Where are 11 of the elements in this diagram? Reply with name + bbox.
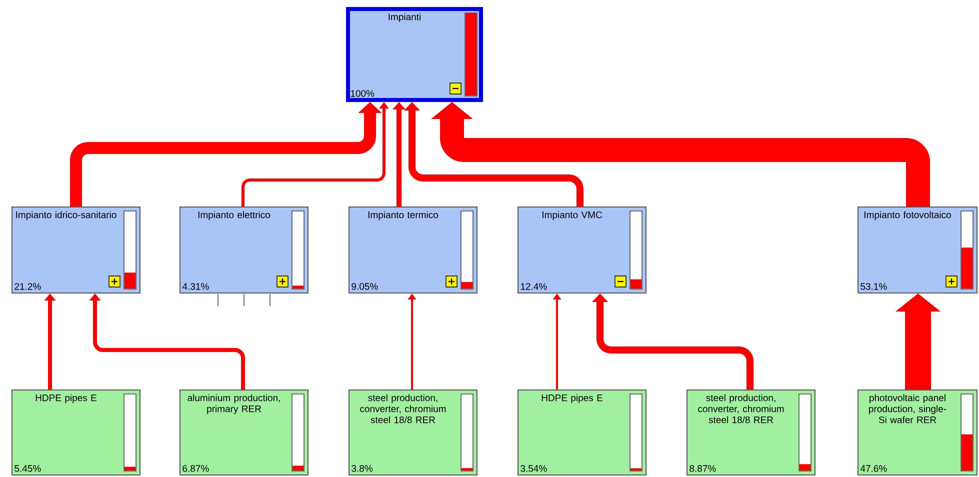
process-box: Impianto termico 9.05% [348,206,478,294]
process-box: photovoltaic panel production, single-Si wafer RER 47.6% [858,390,978,476]
process-box: Impianti 100% [346,7,483,102]
process-box: HDPE pipes E 5.45% [12,390,140,476]
process-box: Impianto VMC 12.4% [518,206,646,294]
process-box: steel production, converter, chromium steel 18/8 RER 3.8% [348,390,478,476]
process-box: steel production, converter, chromium steel 18/8 RER 8.87% [686,390,816,476]
process-box: aluminium production, primary RER 6.87% [180,390,308,476]
process-box: Impianto elettrico 4.31% [180,206,308,294]
process-box: HDPE pipes E 3.54% [518,390,646,476]
process-box: Impianto idrico-sanitario 21.2% [12,206,140,294]
